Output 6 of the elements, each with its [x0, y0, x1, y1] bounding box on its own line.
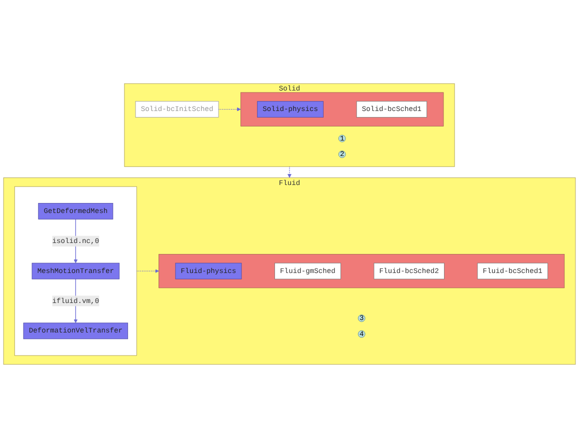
- arrow: [218, 107, 241, 112]
- cluster: [14, 186, 137, 356]
- arrow: [136, 269, 160, 273]
- cluster: [158, 254, 565, 288]
- arrow: [288, 166, 292, 178]
- cluster: [240, 92, 444, 126]
